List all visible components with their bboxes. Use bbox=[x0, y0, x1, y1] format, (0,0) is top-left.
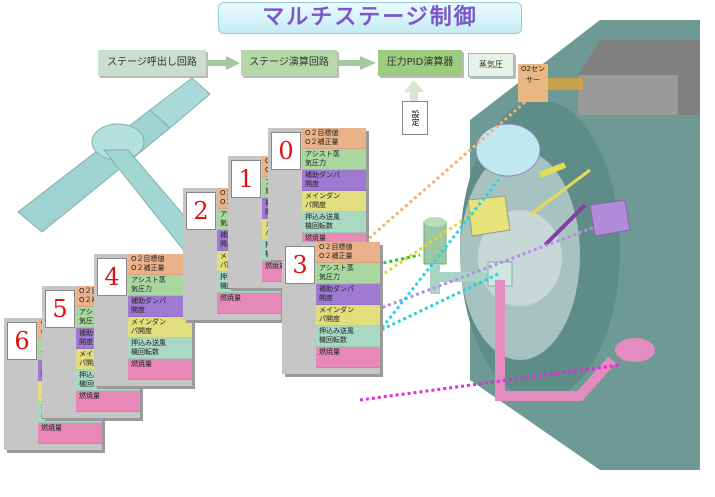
stage-parameter: アシスト蒸気圧力 bbox=[316, 263, 380, 284]
stage-parameter: 押込み送風機回転数 bbox=[302, 212, 366, 233]
stage-parameter: 燃焼量 bbox=[217, 293, 281, 314]
pressure-pid-calculator: 圧力PID演算器 bbox=[378, 50, 462, 76]
stage-parameter: メインダンパ開度 bbox=[302, 191, 366, 212]
steam-pressure-box: 蒸気圧 bbox=[468, 53, 514, 77]
stage-number: 5 bbox=[45, 290, 75, 328]
stage-parameter: 燃焼量 bbox=[76, 391, 140, 412]
stage-parameter: 補助ダンパ開度 bbox=[302, 170, 366, 191]
stage-calc-circuit: ステージ演算回路 bbox=[241, 50, 337, 76]
stage-number: 3 bbox=[285, 246, 315, 284]
stage-parameter: 補助ダンパ開度 bbox=[128, 296, 192, 317]
stage-number: 6 bbox=[7, 322, 37, 360]
stage-parameter: 押込み送風機回転数 bbox=[128, 338, 192, 359]
page-title: マルチステージ制御 bbox=[218, 2, 522, 34]
stage-number: 4 bbox=[97, 258, 127, 296]
stage-call-circuit: ステージ呼出し回路 bbox=[98, 50, 206, 76]
stage-parameter: 押込み送風機回転数 bbox=[316, 326, 380, 347]
stage-number: 1 bbox=[231, 160, 261, 198]
stage-parameter: アシスト蒸気圧力 bbox=[128, 275, 192, 296]
setpoint-box: 設定 bbox=[402, 101, 428, 135]
stage-number: 2 bbox=[186, 192, 216, 230]
stage-parameter: 燃焼量 bbox=[316, 347, 380, 368]
stage-parameter: メインダンパ開度 bbox=[128, 317, 192, 338]
stage-parameter: メインダンパ開度 bbox=[316, 305, 380, 326]
stage-parameter: アシスト蒸気圧力 bbox=[302, 149, 366, 170]
stage-parameter: 補助ダンパ開度 bbox=[316, 284, 380, 305]
stage-parameter: 燃焼量 bbox=[38, 423, 102, 444]
stage-number: 0 bbox=[271, 132, 301, 170]
o2-sensor-label: O2センサー bbox=[518, 64, 548, 102]
stage-parameter: 燃焼量 bbox=[128, 359, 192, 380]
